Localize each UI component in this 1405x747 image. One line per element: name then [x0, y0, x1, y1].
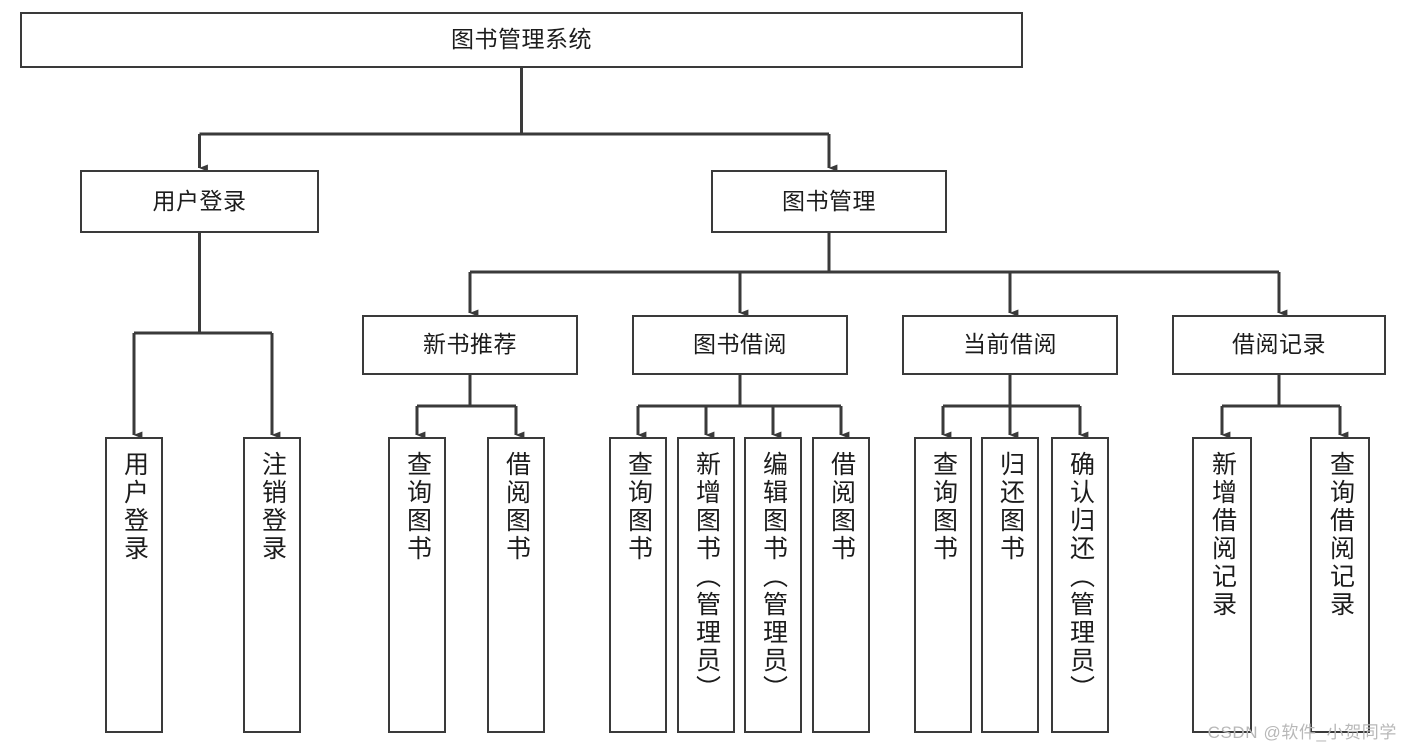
node-label: 查询图书	[624, 451, 653, 563]
node-label: 当前借阅	[963, 331, 1057, 358]
node-user-login[interactable]: 用户登录	[80, 170, 319, 233]
node-label: 用户登录	[152, 187, 247, 214]
node-label: 图书借阅	[693, 331, 787, 358]
node-leaf-cb-return[interactable]: 归还图书	[981, 437, 1039, 733]
node-leaf-user-logout[interactable]: 注销登录	[243, 437, 301, 733]
node-label: 借阅记录	[1232, 331, 1326, 358]
node-label: 查询借阅记录	[1326, 451, 1355, 619]
node-leaf-user-login[interactable]: 用户登录	[105, 437, 163, 733]
node-label: 查询图书	[403, 451, 432, 563]
node-label: 用户登录	[120, 451, 149, 563]
node-current-borrow[interactable]: 当前借阅	[902, 315, 1118, 375]
node-label: 借阅图书	[827, 451, 856, 563]
node-leaf-br-query[interactable]: 查询借阅记录	[1310, 437, 1370, 733]
node-label: 新书推荐	[423, 331, 517, 358]
edge-group	[132, 68, 1349, 439]
watermark-credit: CSDN @软件_小贺同学	[1207, 723, 1397, 742]
node-borrow-record[interactable]: 借阅记录	[1172, 315, 1386, 375]
node-new-book-rec[interactable]: 新书推荐	[362, 315, 578, 375]
node-label: 图书管理系统	[451, 26, 592, 53]
node-leaf-rec-query[interactable]: 查询图书	[388, 437, 446, 733]
node-label: 新增图书（管理员）	[692, 451, 721, 703]
node-leaf-br-add[interactable]: 新增借阅记录	[1192, 437, 1252, 733]
node-label: 查询图书	[929, 451, 958, 563]
node-label: 新增借阅记录	[1208, 451, 1237, 619]
node-leaf-cb-confirm[interactable]: 确认归还（管理员）	[1051, 437, 1109, 733]
node-book-borrow[interactable]: 图书借阅	[632, 315, 848, 375]
node-leaf-bb-query[interactable]: 查询图书	[609, 437, 667, 733]
node-label: 借阅图书	[502, 451, 531, 563]
node-label: 确认归还（管理员）	[1066, 451, 1095, 703]
node-root[interactable]: 图书管理系统	[20, 12, 1023, 68]
node-label: 注销登录	[258, 451, 287, 563]
node-book-admin[interactable]: 图书管理	[711, 170, 947, 233]
node-leaf-rec-borrow[interactable]: 借阅图书	[487, 437, 545, 733]
node-label: 编辑图书（管理员）	[759, 451, 788, 703]
node-leaf-bb-edit[interactable]: 编辑图书（管理员）	[744, 437, 802, 733]
node-label: 归还图书	[996, 451, 1025, 563]
node-label: 图书管理	[782, 187, 876, 214]
node-leaf-bb-add[interactable]: 新增图书（管理员）	[677, 437, 735, 733]
node-leaf-cb-query[interactable]: 查询图书	[914, 437, 972, 733]
node-leaf-bb-borrow[interactable]: 借阅图书	[812, 437, 870, 733]
